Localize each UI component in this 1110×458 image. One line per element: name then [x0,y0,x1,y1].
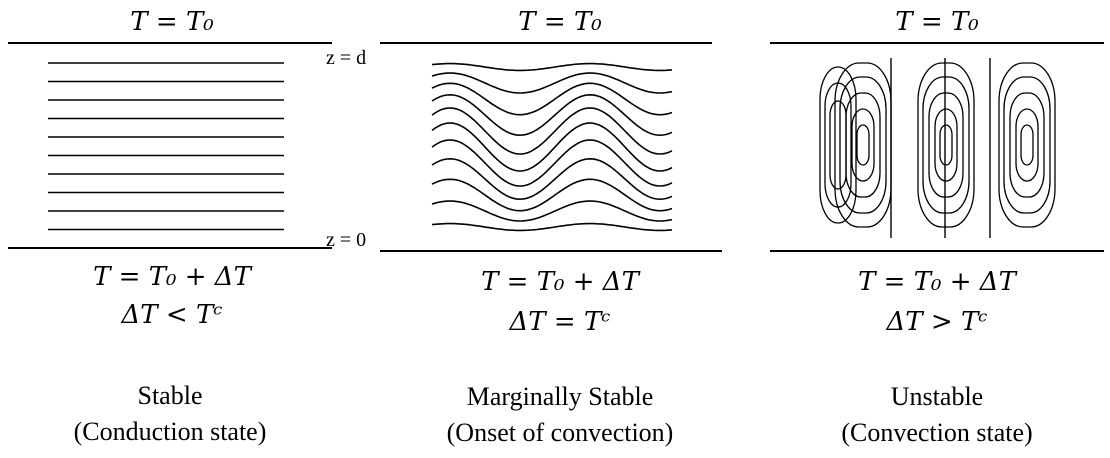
top-boundary-condition: T = T₀ [130,7,214,37]
convection-cell-contour [922,76,970,214]
convection-cell-contour [939,124,953,166]
perturbed-isotherm [431,178,673,212]
state-detail: (Convection state) [841,418,1032,447]
perturbed-isotherm-lines [431,62,673,232]
convection-cell-contour [917,62,975,228]
panel-marginally-stable: T = T₀ T = T₀ + ΔT ΔT = Tᶜ Marginally St… [380,7,722,447]
stability-relation: ΔT < Tᶜ [121,300,223,330]
bottom-boundary-condition: T = T₀ + ΔT [93,262,253,292]
state-title: Unstable [891,382,983,411]
convection-cell-contour [819,66,857,224]
perturbed-isotherm [431,157,673,201]
convection-cell-contour [1009,92,1045,198]
convection-cell-contour [1003,76,1051,214]
panel-stable: T = T₀ T = T₀ + ΔT ΔT < Tᶜ Stable (Condu… [8,7,332,446]
convection-cell-contour [856,124,870,166]
perturbed-isotherm [431,122,673,172]
convection-cell-contour [829,100,847,190]
convection-cell-contour [1020,124,1034,166]
perturbed-isotherm [431,139,673,187]
z-top-marker: z = d [326,47,366,69]
convection-cell-contour [851,108,875,182]
top-boundary-condition: T = T₀ [895,7,979,37]
isotherm-lines [48,62,284,231]
state-detail: (Onset of convection) [447,418,674,447]
perturbed-isotherm [431,222,673,232]
convection-cell-contour [1015,108,1039,182]
convection-cell-contour [998,62,1056,228]
convection-cells [819,58,1056,238]
bottom-boundary-condition: T = T₀ + ΔT [481,267,641,297]
perturbed-isotherm [431,107,673,155]
perturbed-isotherm [431,62,673,72]
z-bottom-marker: z = 0 [326,229,366,251]
panel-unstable: T = T₀ T = T₀ + ΔT ΔT > Tᶜ Unstable (Con… [770,7,1104,447]
perturbed-isotherm [431,93,673,137]
bottom-boundary-condition: T = T₀ + ΔT [858,267,1018,297]
state-title: Marginally Stable [467,382,654,411]
convection-cell-contour [928,92,964,198]
convection-cell-contour [934,108,958,182]
stability-relation: ΔT > Tᶜ [886,307,988,337]
convection-cell-contour [824,82,852,208]
convection-cell-contour [834,62,892,228]
perturbed-isotherm [431,200,673,222]
state-title: Stable [138,381,203,410]
perturbed-isotherm [431,82,673,116]
convection-cell-contour [839,76,887,214]
top-boundary-condition: T = T₀ [518,7,602,37]
stability-relation: ΔT = Tᶜ [509,307,611,337]
perturbed-isotherm [431,72,673,94]
state-detail: (Conduction state) [74,417,267,446]
